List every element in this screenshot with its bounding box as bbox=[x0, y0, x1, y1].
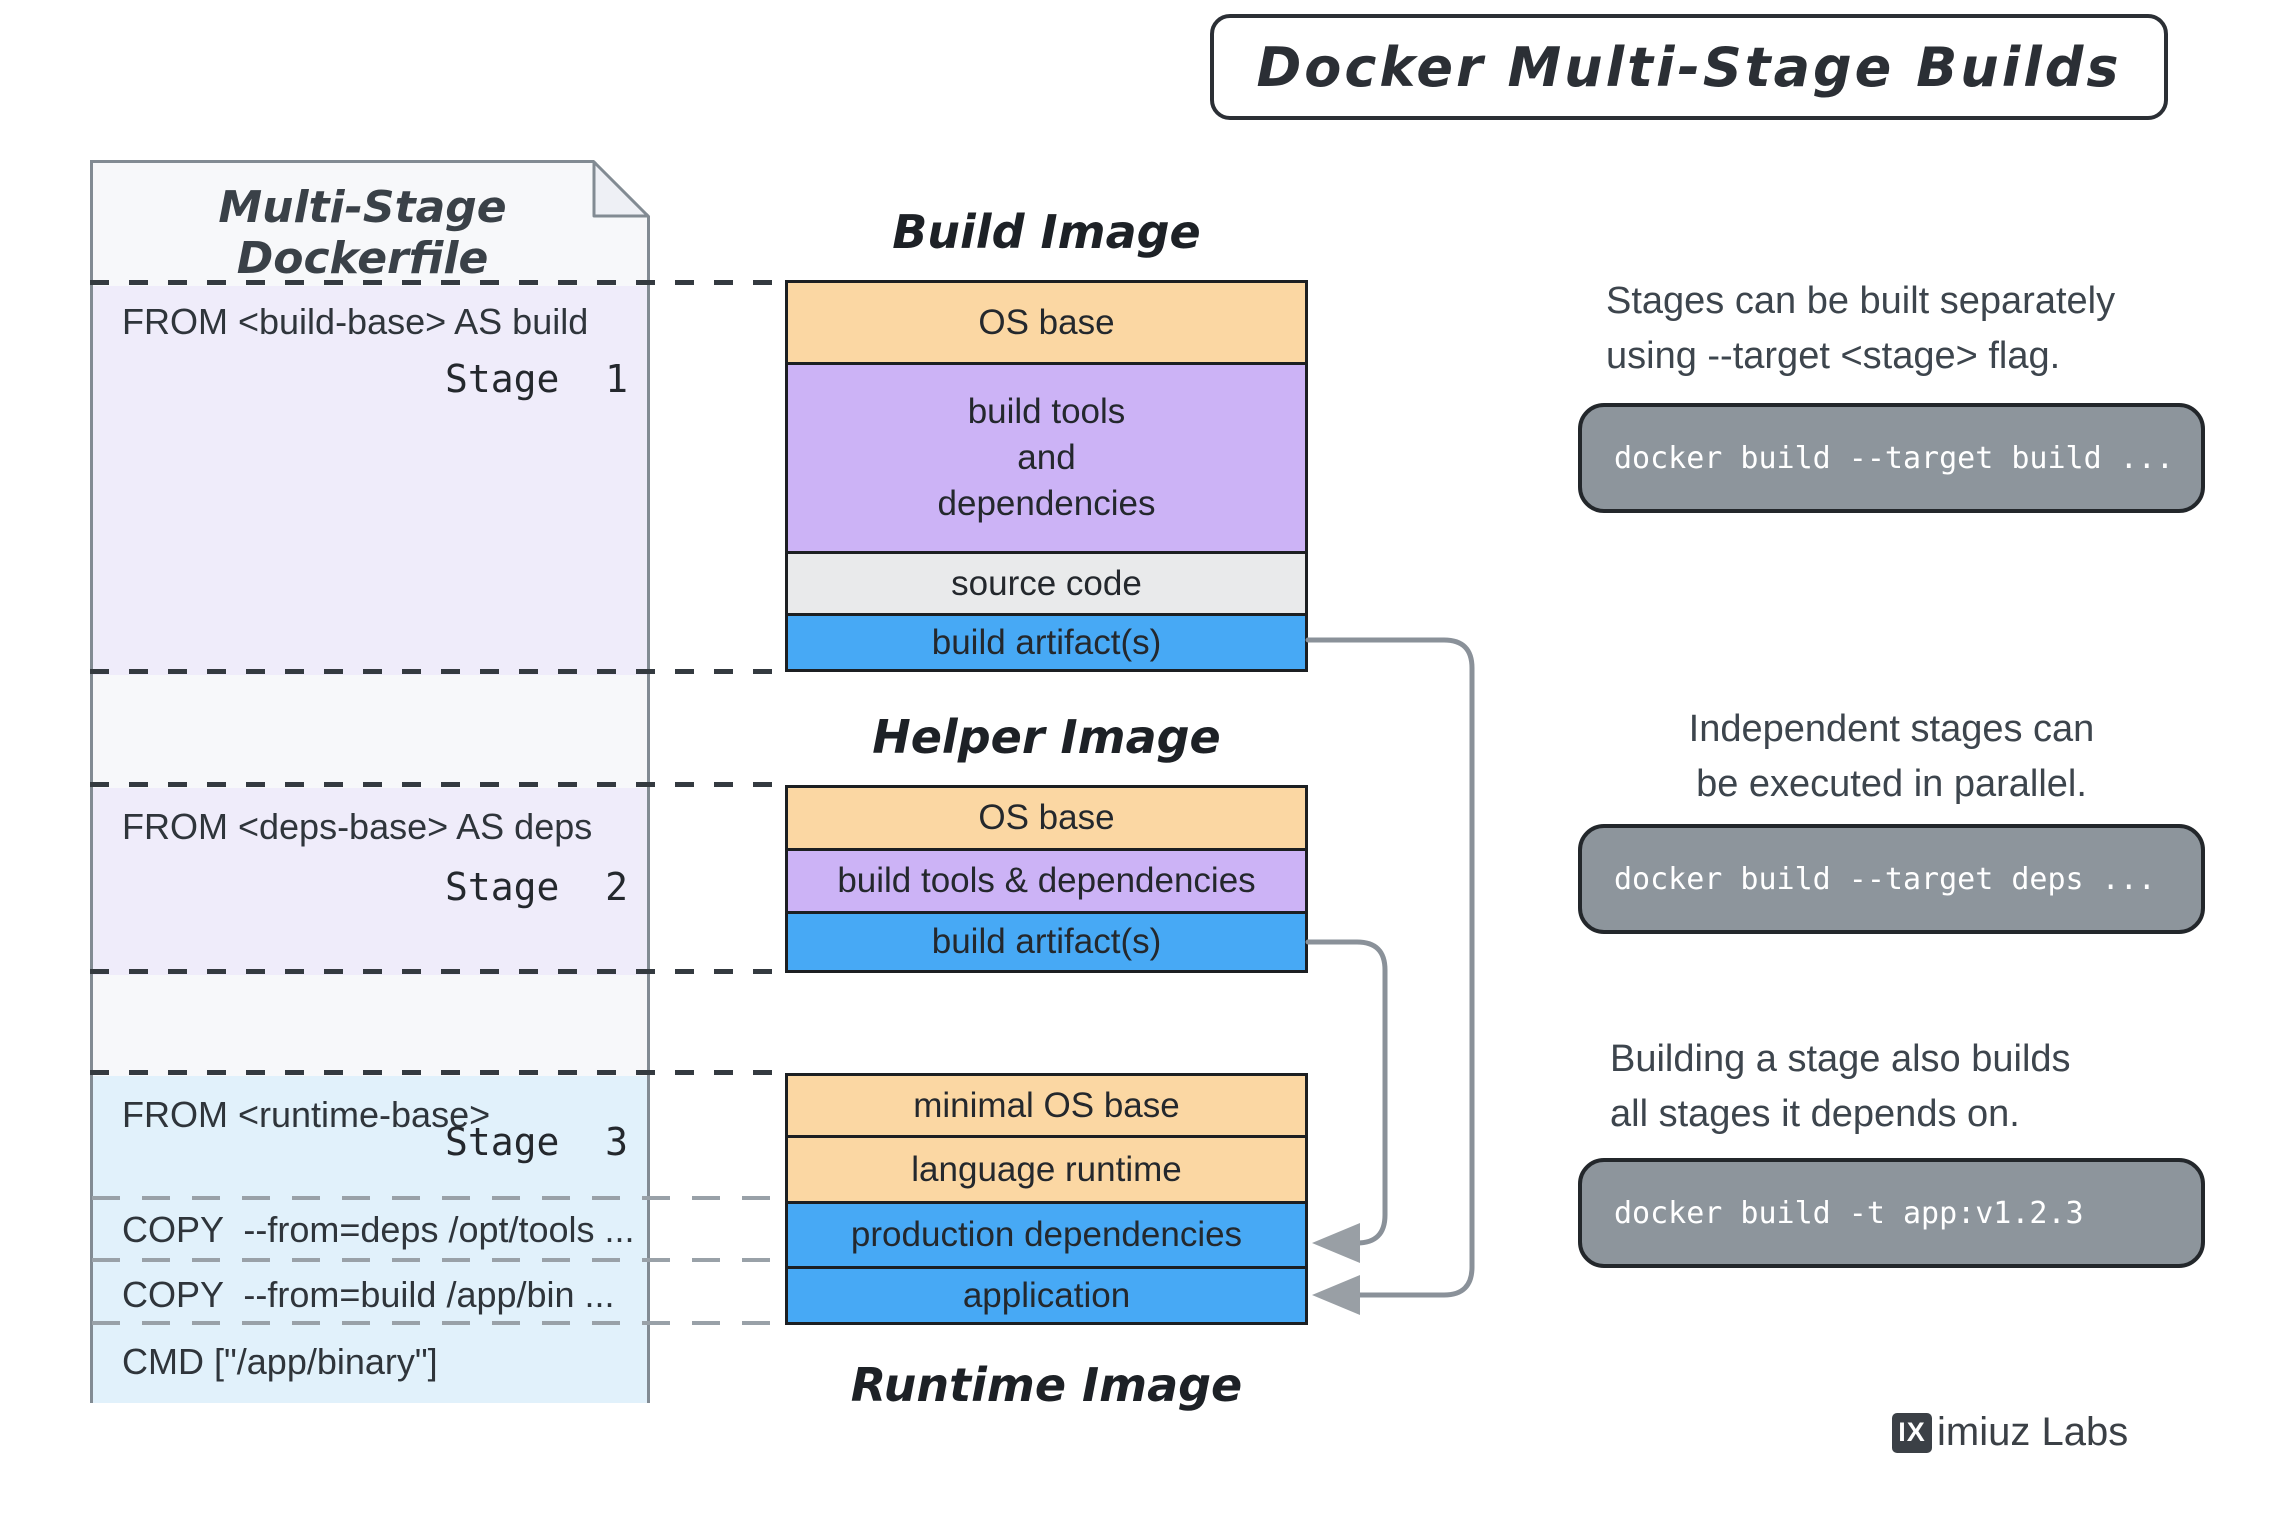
layer-build-artifacts: build artifact(s) bbox=[788, 911, 1305, 970]
note-depends: Building a stage also builds all stages … bbox=[1610, 1032, 2230, 1142]
helper-image-stack: OS base build tools & dependencies build… bbox=[785, 785, 1308, 973]
runtime-image-stack: minimal OS base language runtime product… bbox=[785, 1073, 1308, 1325]
diagram-title-box: Docker Multi-Stage Builds bbox=[1210, 14, 2168, 120]
layer-application: application bbox=[788, 1266, 1305, 1322]
note-line: all stages it depends on. bbox=[1610, 1093, 2020, 1135]
docker-command: docker build -t app:v1.2.3 bbox=[1614, 1195, 2084, 1231]
layer-language-runtime: language runtime bbox=[788, 1135, 1305, 1201]
cmd-dashed-line bbox=[92, 1321, 783, 1325]
build-image-stack: OS base build tools and dependencies sou… bbox=[785, 280, 1308, 672]
iximiuz-labs-logo: IX imiuz Labs bbox=[1892, 1410, 2128, 1455]
layer-minimal-os: minimal OS base bbox=[788, 1076, 1305, 1135]
docker-command: docker build --target build ... bbox=[1614, 440, 2174, 476]
layer-os-base: OS base bbox=[788, 788, 1305, 848]
folded-corner-icon bbox=[592, 160, 650, 218]
note-line: be executed in parallel. bbox=[1696, 763, 2087, 805]
layer-build-tools: build tools & dependencies bbox=[788, 848, 1305, 911]
helper-image-title: Helper Image bbox=[872, 710, 1221, 764]
helper-to-dependencies-arrow bbox=[1305, 939, 1388, 1246]
stage1-top-dashed-line bbox=[90, 280, 783, 285]
docker-command: docker build --target deps ... bbox=[1614, 861, 2156, 897]
copy-deps-dashed-line bbox=[92, 1196, 783, 1200]
stage1-background bbox=[93, 286, 647, 675]
stage3-top-dashed-line bbox=[90, 1070, 783, 1075]
dockerfile-cmd: CMD ["/app/binary"] bbox=[122, 1341, 438, 1382]
stage1-bottom-dashed-line bbox=[90, 669, 783, 674]
layer-production-dependencies: production dependencies bbox=[788, 1201, 1305, 1266]
code-box-target-deps: docker build --target deps ... bbox=[1578, 824, 2205, 934]
diagram-title: Docker Multi-Stage Builds bbox=[1256, 35, 2122, 99]
dockerfile-from-deps: FROM <deps-base> AS deps bbox=[122, 806, 593, 847]
ix-logo-badge: IX bbox=[1892, 1412, 1932, 1453]
layer-source-code: source code bbox=[788, 551, 1305, 613]
stage3-background bbox=[93, 1076, 647, 1403]
stage1-label: Stage 1 bbox=[444, 357, 628, 401]
build-image-title: Build Image bbox=[892, 205, 1201, 259]
stage2-background bbox=[93, 788, 647, 975]
layer-build-artifacts: build artifact(s) bbox=[788, 613, 1305, 669]
code-box-build-tag: docker build -t app:v1.2.3 bbox=[1578, 1158, 2205, 1268]
dockerfile-copy-build: COPY --from=build /app/bin ... bbox=[122, 1274, 615, 1315]
dockerfile-from-build: FROM <build-base> AS build bbox=[122, 301, 589, 342]
dockerfile-copy-deps: COPY --from=deps /opt/tools ... bbox=[122, 1209, 635, 1250]
note-line: Independent stages can bbox=[1688, 708, 2095, 750]
layer-os-base: OS base bbox=[788, 283, 1305, 362]
runtime-image-title: Runtime Image bbox=[850, 1358, 1243, 1412]
arrowhead-dependencies bbox=[1312, 1223, 1360, 1263]
note-line: Building a stage also builds bbox=[1610, 1038, 2071, 1080]
note-line: using --target <stage> flag. bbox=[1606, 335, 2061, 377]
stage3-label: Stage 3 bbox=[444, 1120, 628, 1164]
dockerfile-from-runtime: FROM <runtime-base> bbox=[122, 1094, 491, 1135]
stage2-bottom-dashed-line bbox=[90, 969, 783, 974]
note-target-flag: Stages can be built separately using --t… bbox=[1606, 274, 2226, 384]
stage2-label: Stage 2 bbox=[444, 865, 628, 909]
copy-build-dashed-line bbox=[92, 1258, 783, 1262]
dockerfile-title: Multi-Stage Dockerfile bbox=[218, 182, 507, 284]
note-line: Stages can be built separately bbox=[1606, 280, 2116, 322]
stage2-top-dashed-line bbox=[90, 782, 783, 787]
logo-text: imiuz Labs bbox=[1937, 1410, 2129, 1454]
dockerfile-document bbox=[90, 160, 650, 1403]
note-parallel: Independent stages can be executed in pa… bbox=[1578, 702, 2205, 812]
code-box-target-build: docker build --target build ... bbox=[1578, 403, 2205, 513]
arrowhead-application bbox=[1312, 1275, 1360, 1315]
build-to-application-arrow bbox=[1305, 637, 1475, 1298]
layer-build-tools: build tools and dependencies bbox=[788, 362, 1305, 551]
